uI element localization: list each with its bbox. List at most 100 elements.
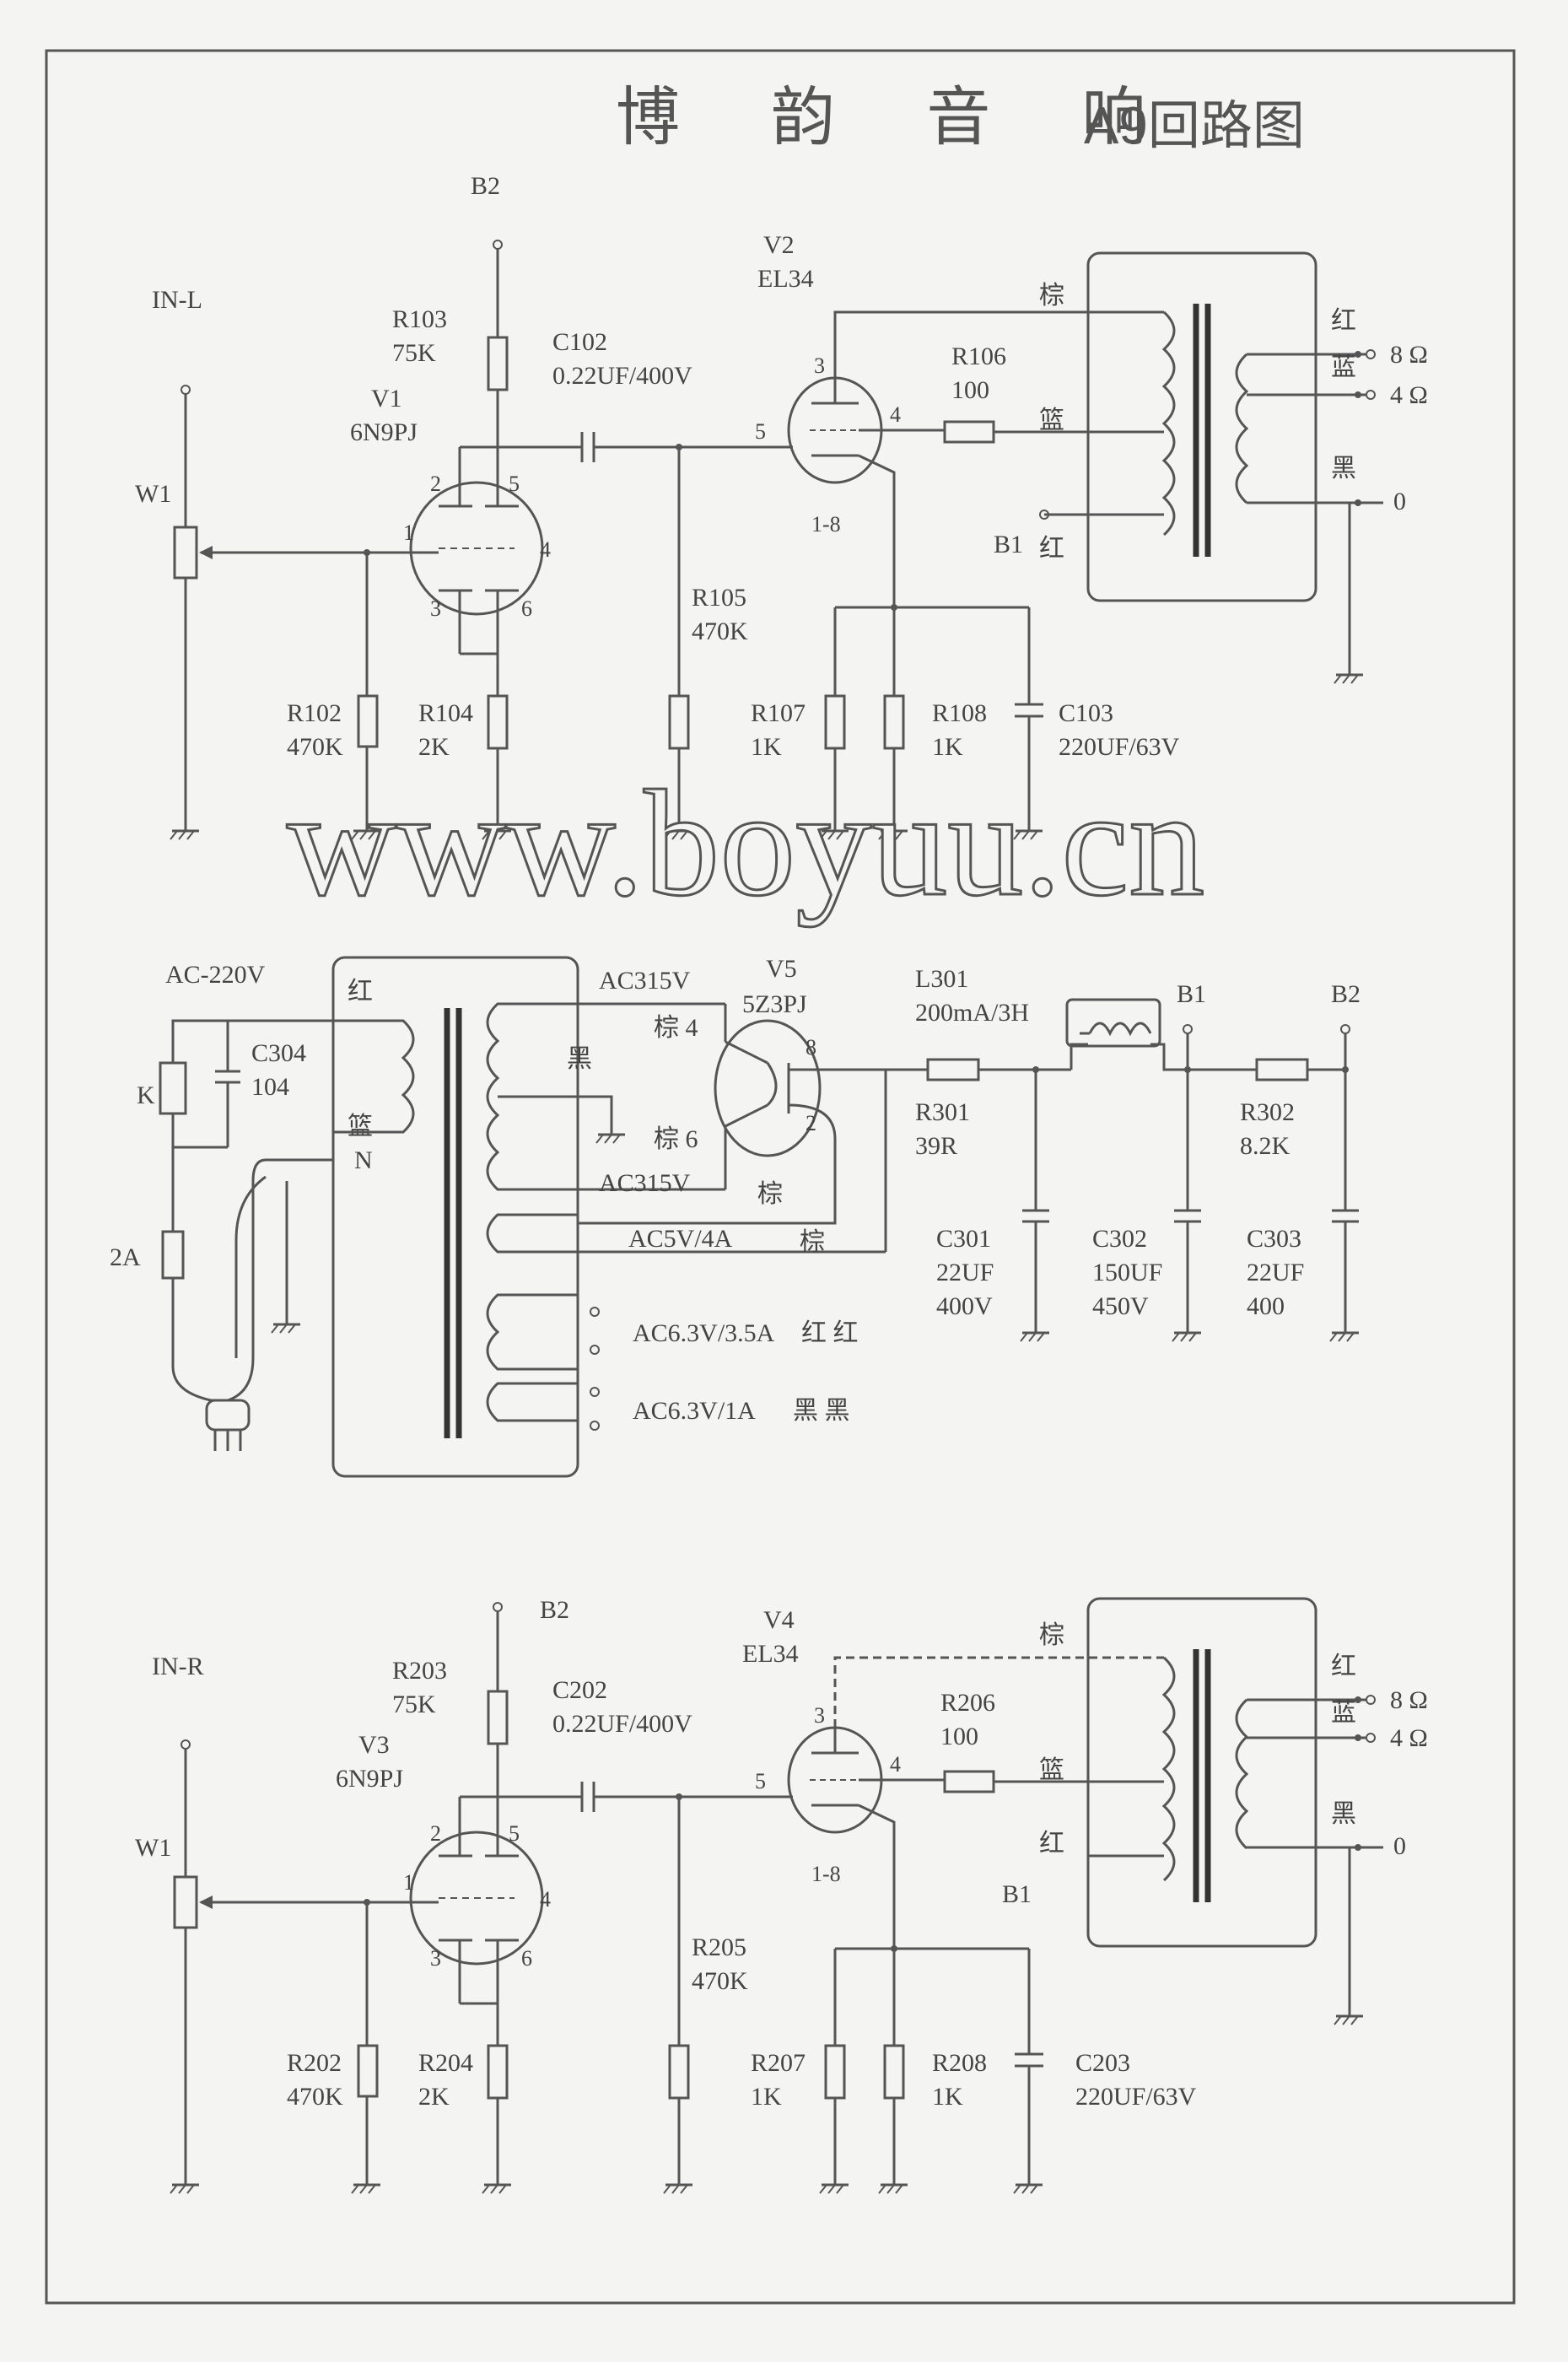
tap-4ohm-r: 4 Ω [1390, 1724, 1428, 1752]
resistor-r103 [487, 336, 509, 391]
v5-name: V5 [766, 955, 797, 983]
choke-l301 [1065, 998, 1161, 1048]
black-label: 黑 [567, 1045, 592, 1073]
mains-plug-icon [205, 1399, 251, 1432]
input-right-label: IN-R [152, 1653, 204, 1680]
tap-8ohm: 8 Ω [1390, 341, 1428, 369]
r204-value: 2K [418, 2083, 450, 2111]
r104-value: 2K [418, 733, 450, 761]
tap-0: 0 [1393, 488, 1406, 515]
pin-label: 2 [430, 472, 441, 496]
pin-label: 4 [540, 1887, 551, 1912]
pin-label: 1 [403, 520, 414, 545]
r108-value: 1K [932, 733, 963, 761]
output-transformer-right [1086, 1597, 1317, 1948]
brown6-label: 棕 6 [654, 1125, 698, 1153]
resistor-r301 [926, 1058, 980, 1081]
resistor-r203 [487, 1690, 509, 1745]
pin-label: 5 [509, 1821, 520, 1846]
c301-name: C301 [936, 1225, 991, 1253]
b2-label-left: B2 [471, 172, 500, 200]
tube-v5 [714, 1019, 822, 1157]
resistor-r102 [357, 694, 379, 748]
ac63a-colors: 红 红 [801, 1319, 859, 1347]
mains-label: AC-220V [165, 961, 266, 989]
pot-w1-label-right: W1 [135, 1834, 171, 1862]
sec-black-label-r: 黑 [1331, 1800, 1356, 1828]
r301-name: R301 [915, 1098, 970, 1126]
r208-value: 1K [932, 2083, 963, 2111]
r203-value: 75K [392, 1691, 436, 1718]
resistor-r202 [357, 2044, 379, 2098]
c303-v1: 22UF [1247, 1259, 1304, 1286]
r106-value: 100 [951, 376, 989, 404]
pin-label: 2 [430, 1821, 441, 1846]
sec-red-label-r: 红 [1331, 1653, 1356, 1680]
pin-label: 3 [814, 1703, 825, 1728]
v4-type: EL34 [742, 1640, 799, 1668]
r204-name: R204 [418, 2049, 473, 2077]
c302-v2: 450V [1092, 1292, 1149, 1320]
tube-v1 [409, 481, 544, 616]
c103-name: C103 [1059, 699, 1113, 727]
ac5v-brown-label: 棕 [800, 1228, 825, 1256]
c301-v1: 22UF [936, 1259, 994, 1286]
power-transformer [331, 956, 579, 1478]
r301-value: 39R [915, 1132, 957, 1160]
l301-value: 200mA/3H [915, 999, 1029, 1027]
pin-label: 6 [521, 1946, 532, 1971]
subtitle-text: A9回路图 [1084, 97, 1305, 155]
b2-label-power: B2 [1331, 980, 1361, 1008]
c203-name: C203 [1075, 2049, 1130, 2077]
r206-value: 100 [940, 1723, 978, 1750]
r302-value: 8.2K [1240, 1132, 1291, 1160]
resistor-r207 [824, 2044, 846, 2100]
pin-label: 3 [430, 1946, 441, 1971]
r302-name: R302 [1240, 1098, 1295, 1126]
r106-name: R106 [951, 342, 1006, 370]
resistor-r205 [668, 2044, 690, 2100]
v2-type: EL34 [757, 265, 814, 293]
r208-name: R208 [932, 2049, 987, 2077]
v1-name: V1 [371, 385, 402, 413]
pin-label: 8 [806, 1035, 816, 1060]
v4-name: V4 [763, 1606, 795, 1634]
r202-name: R202 [287, 2049, 342, 2077]
pin-label: 1 [403, 1870, 414, 1895]
c102-value: 0.22UF/400V [552, 362, 692, 390]
r108-name: R108 [932, 699, 987, 727]
pri-basket-label: 篮 [348, 1113, 373, 1141]
power-supply: AC-220V K C304 104 2A 红 篮 N [110, 955, 1361, 1478]
resistor-r204 [487, 2044, 509, 2100]
tube-v3 [409, 1831, 544, 1966]
pri-red-label: 红 [348, 978, 373, 1006]
b2-label-right: B2 [540, 1596, 569, 1624]
c301-v2: 400V [936, 1292, 993, 1320]
watermark-text: www.boyuu.cn [287, 759, 1204, 927]
tap-4ohm: 4 Ω [1390, 381, 1428, 409]
out-red-label: 红 [1039, 535, 1064, 563]
hv1-label: AC315V [599, 967, 691, 995]
tap-8ohm-r: 8 Ω [1390, 1686, 1428, 1714]
r103-name: R103 [392, 305, 447, 333]
r104-name: R104 [418, 699, 473, 727]
b1-label-right: B1 [1002, 1880, 1032, 1908]
hv2-label: AC315V [599, 1169, 691, 1197]
l301-name: L301 [915, 965, 968, 993]
r202-value: 470K [287, 2083, 343, 2111]
output-transformer-left [1086, 251, 1317, 602]
rect-brown-label: 棕 [757, 1180, 783, 1208]
c304-name: C304 [251, 1039, 306, 1067]
pin-label: 5 [509, 472, 520, 496]
resistor-r107 [824, 694, 846, 750]
resistor-r105 [668, 694, 690, 750]
resistor-r206 [943, 1770, 995, 1793]
c102-name: C102 [552, 328, 607, 356]
c103-value: 220UF/63V [1059, 733, 1180, 761]
c303-name: C303 [1247, 1225, 1301, 1253]
v3-name: V3 [358, 1731, 390, 1759]
resistor-r106 [943, 420, 995, 444]
resistor-r104 [487, 694, 509, 750]
c202-name: C202 [552, 1676, 607, 1704]
